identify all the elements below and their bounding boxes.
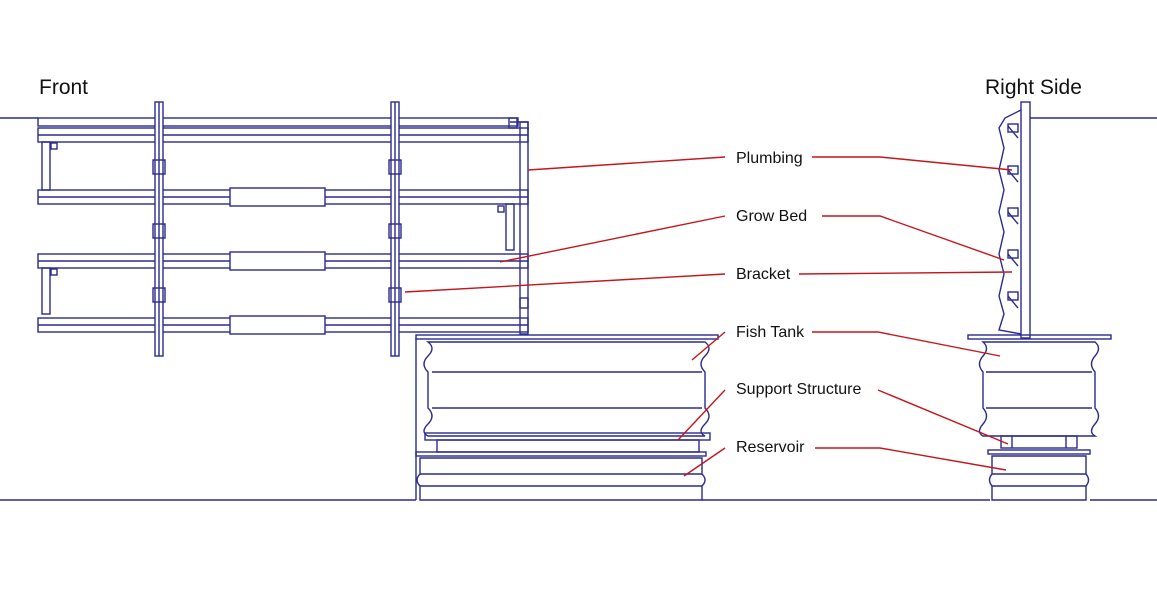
label-plumbing: Plumbing xyxy=(736,150,803,167)
wall-floor-lines xyxy=(0,117,1157,501)
label-support-structure: Support Structure xyxy=(736,381,862,398)
leader-grow-bed-right xyxy=(822,215,1005,261)
leader-fish-tank-left xyxy=(691,331,726,361)
leader-fish-tank-right xyxy=(812,331,1001,357)
label-fish-tank: Fish Tank xyxy=(736,324,805,341)
leader-support-structure-left xyxy=(677,389,726,441)
front-view-title: Front xyxy=(39,76,89,99)
right-side-view-title: Right Side xyxy=(985,76,1082,99)
label-bracket: Bracket xyxy=(736,266,791,283)
leader-plumbing-left xyxy=(527,156,726,171)
leader-lines xyxy=(404,156,1013,477)
front-grow-bed-rack xyxy=(37,101,529,357)
label-reservoir: Reservoir xyxy=(736,439,805,456)
front-fish-tank xyxy=(415,334,719,501)
leader-support-structure-right xyxy=(877,389,1009,445)
leader-bracket-right xyxy=(798,271,1013,275)
right-side-assembly xyxy=(967,101,1112,501)
leader-bracket-left xyxy=(404,273,726,293)
leader-reservoir-left xyxy=(683,447,726,477)
leader-grow-bed-left xyxy=(499,215,726,263)
label-grow-bed: Grow Bed xyxy=(736,208,808,225)
leader-reservoir-right xyxy=(815,447,1007,471)
leader-plumbing-right xyxy=(812,156,1013,171)
